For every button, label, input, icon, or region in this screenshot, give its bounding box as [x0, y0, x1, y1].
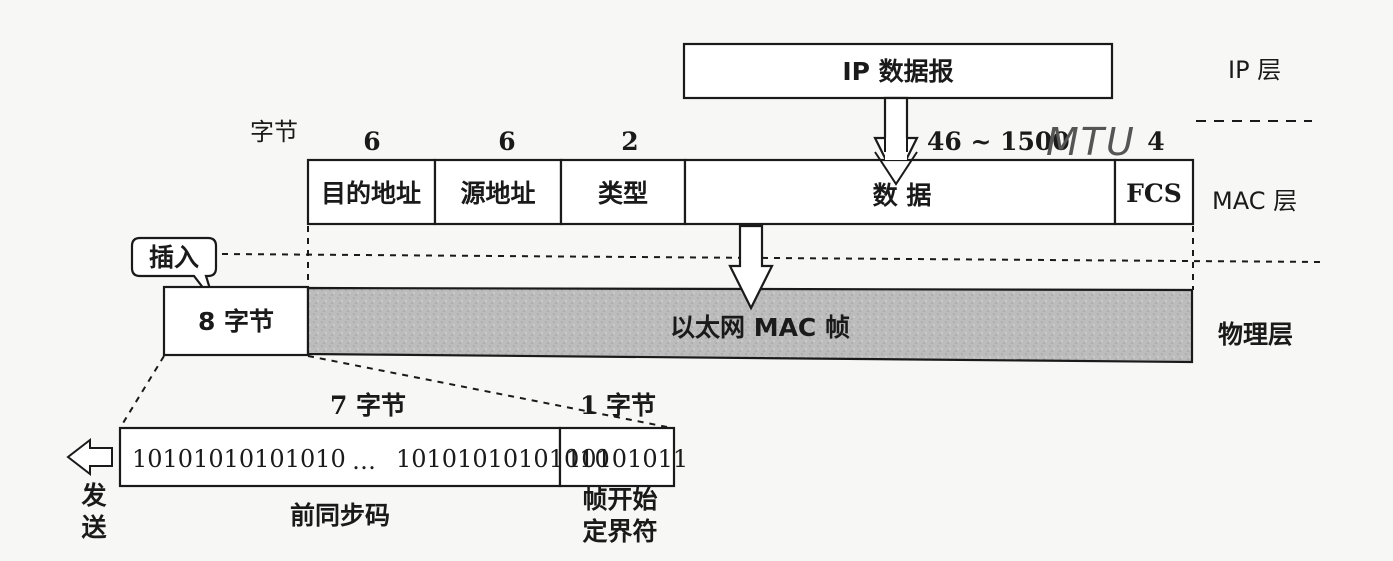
sfd-box — [558, 426, 676, 488]
size-fcs: 4 — [1147, 127, 1164, 156]
handwritten-mtu-note: MTU — [1046, 120, 1136, 164]
mac-phy-separator — [221, 253, 1323, 263]
size-data: 46 ~ 1500 — [927, 127, 1070, 156]
sfd-1byte-label: 1 字节 — [580, 391, 656, 420]
field-fcs-box — [1113, 158, 1195, 226]
arrow-down-mac-to-phy — [728, 224, 774, 311]
size-type: 2 — [621, 127, 638, 156]
send-label-line1: 发 — [80, 481, 106, 510]
expand-dash-right — [307, 355, 673, 429]
field-data-box — [683, 158, 1117, 226]
ethernet-frame-shaded-box — [306, 286, 1194, 364]
ip-datagram-box — [682, 42, 1114, 100]
arrow-overlap-mask — [885, 138, 907, 160]
ethernet-frame-label: 以太网 MAC 帧 — [670, 313, 850, 342]
ip-datagram-label: IP 数据报 — [842, 57, 953, 86]
preamble-ellipsis: … — [352, 447, 376, 475]
send-direction-arrow-icon — [66, 437, 113, 477]
field-type-box — [559, 158, 687, 226]
layer-mac-label: MAC 层 — [1212, 187, 1297, 215]
expand-dash-left — [119, 355, 165, 429]
preamble-box — [118, 426, 562, 488]
preamble-bits-b: 10101010101010 — [396, 445, 610, 473]
sfd-bits: 10101011 — [566, 445, 688, 473]
field-dest-label: 目的地址 — [321, 179, 421, 208]
field-src-label: 源地址 — [460, 179, 535, 208]
size-src: 6 — [498, 127, 515, 156]
preamble-bits-a: 10101010101010 — [132, 445, 346, 473]
field-data-label: 数 据 — [873, 181, 932, 210]
phy-prefix-label: 8 字节 — [198, 307, 274, 336]
arrow-head-ip-mac — [874, 151, 918, 186]
phy-prefix-box — [162, 285, 310, 357]
field-fcs-label: FCS — [1126, 179, 1182, 208]
preamble-name-label: 前同步码 — [290, 501, 390, 530]
layer-ip-label: IP 层 — [1228, 56, 1281, 84]
layer-phy-label: 物理层 — [1218, 320, 1293, 349]
preamble-7bytes-label: 7 字节 — [330, 391, 406, 420]
bytes-unit-label: 字节 — [250, 118, 298, 146]
size-dest: 6 — [363, 127, 380, 156]
field-type-label: 类型 — [598, 179, 648, 208]
sfd-name-line1: 帧开始 — [582, 485, 657, 514]
sfd-name-line2: 定界符 — [582, 517, 657, 546]
send-label-line2: 送 — [81, 513, 106, 542]
insert-callout-label: 插入 — [149, 243, 199, 272]
